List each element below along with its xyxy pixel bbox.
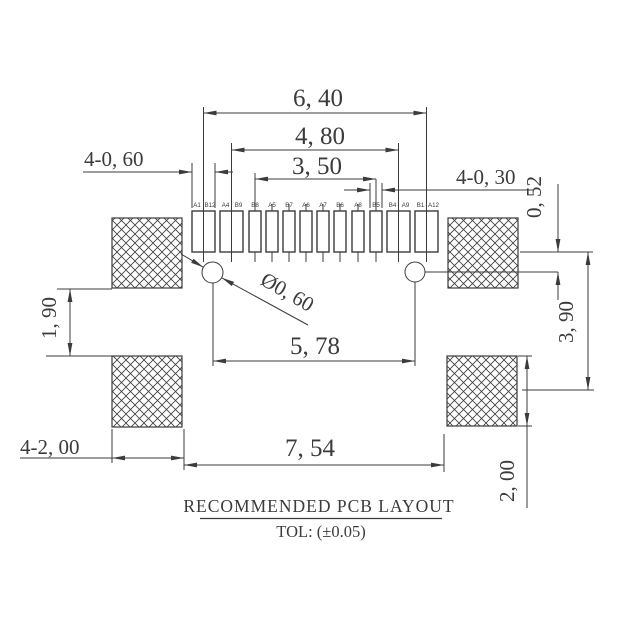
dimension-text: 3, 50 [292,153,342,180]
pad-label: B5 [372,202,380,209]
dimension-text: 6, 40 [293,85,343,112]
dim-left-gap: 1, 90 [37,288,112,357]
pad-label: A9 [402,202,410,209]
dim-wide-pad-width: 4-0, 60 [83,147,233,208]
hole-right [404,261,426,283]
corner-pad-bottom-right [446,355,518,427]
dimension-text: 2, 00 [495,460,519,502]
corner-pad-top-right [447,217,519,289]
dimension-text: 4-2, 00 [20,435,80,459]
pad-label: A5 [268,202,276,209]
pad-label: B7 [285,202,293,209]
pad-label: B9 [235,202,243,209]
dim-narrow-pad-width: 4-0, 30 [344,165,533,208]
pad-label: B6 [336,202,344,209]
smt-pad [282,210,296,253]
dimension-text: 3, 90 [554,301,578,343]
hole-left [201,261,224,284]
locating-holes [201,261,426,366]
corner-mounting-pads [111,217,519,428]
smt-pad [351,210,365,253]
pad-label: A12 [428,202,440,209]
dim-bottom-span: 7, 54 [184,434,445,472]
smt-pads: A1 B12 A4 B9 B8 A5 B7 A6 A7 B6 A8 B5 B4 … [191,107,440,262]
smt-pad [265,210,279,253]
leader-line [221,277,309,326]
dimension-text: 4, 80 [295,123,345,150]
pad-label: B4 [389,202,397,209]
pad-label: A8 [354,202,362,209]
dim-pad-to-hole-offset: 0, 52 [520,176,593,300]
pad-label: A6 [302,202,310,209]
dim-corner-pad-height: 2, 00 [495,355,532,508]
dimension-text: 1, 90 [37,297,61,339]
pad-label: B1 [417,202,425,209]
dim-hole-diameter: Ø0, 60 [180,253,319,326]
leader-line [180,253,204,268]
dim-hole-span: 5, 78 [213,333,415,364]
smt-pad [369,210,383,253]
smt-pad [299,210,313,253]
dimension-text: Ø0, 60 [257,267,319,316]
pad-label: B12 [204,202,216,209]
pad-label: B8 [251,202,259,209]
dim-right-height: 3, 90 [522,252,594,391]
smt-pad [316,210,330,253]
dim-inner-span: 3, 50 [255,153,376,182]
dimension-text: 7, 54 [285,435,336,462]
smt-pad [333,210,347,253]
drawing-title: RECOMMENDED PCB LAYOUT [183,496,454,516]
dimension-text: 4-0, 60 [84,147,144,171]
corner-pad-bottom-left [111,355,183,428]
drawing-footer: RECOMMENDED PCB LAYOUT TOL: (±0.05) [183,496,454,541]
tolerance-note: TOL: (±0.05) [276,522,365,541]
corner-pad-top-left [111,217,183,289]
dim-top-span: 6, 40 [203,85,427,116]
pad-label: A1 [193,202,201,209]
smt-pad [248,210,262,253]
dimension-text: 5, 78 [290,333,340,360]
pad-label: A7 [319,202,327,209]
dimension-text: 0, 52 [522,176,546,218]
dim-mid-span: 4, 80 [231,123,399,153]
pad-label: A4 [222,202,230,209]
dimension-text: 4-0, 30 [456,165,516,189]
dim-corner-pad-size: 4-2, 00 [20,429,185,470]
